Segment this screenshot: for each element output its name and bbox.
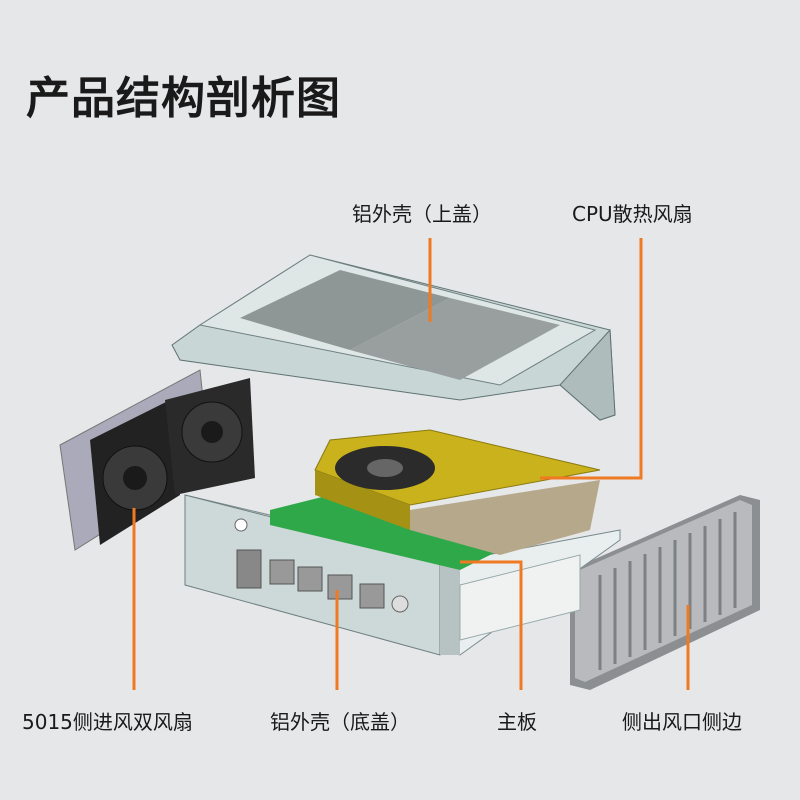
side-fans [59,369,255,551]
label-top-cover: 铝外壳（上盖） [352,202,492,226]
bottom-chassis [184,494,621,656]
leader-lines [132,238,690,690]
label-side-fans: 5015侧进风双风扇 [22,710,193,734]
top-cover [171,254,616,421]
cpu-fan [314,429,601,555]
motherboard [270,495,520,570]
page-title: 产品结构剖析图 [26,73,341,124]
label-motherboard: 主板 [497,710,537,734]
label-side-vent: 侧出风口侧边 [622,710,742,734]
side-vent-panel [570,495,760,690]
label-cpu-fan: CPU散热风扇 [572,202,693,226]
label-bottom-cover: 铝外壳（底盖） [270,710,410,734]
